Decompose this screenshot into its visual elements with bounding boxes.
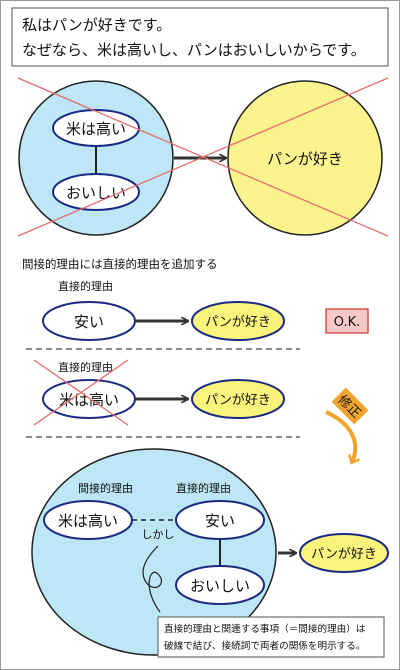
ng-node-rice-expensive [42,379,136,419]
ok-node-cheap-text: 安い [74,313,104,331]
fixed-node-rice-expensive-text: 米は高い [58,512,118,530]
ok-node-like-bread-text: パンが好き [205,315,271,330]
fixed-node-cheap-text: 安い [205,512,235,530]
intro-box [11,7,389,67]
fixed-node-tasty-text: おいしい [190,577,250,595]
ok-node-cheap [42,301,136,341]
intro-line-1: 私はパンが好きです。 [22,16,171,34]
fix-tag-box [331,387,369,425]
fixed-connector-text: しかし [142,528,175,541]
fixed-node-like-bread [299,533,389,573]
note-line-1: 直接的理由と関連する事項（＝間接的理由）は [164,623,366,635]
ng-node-rice-expensive-text: 米は高い [59,391,119,409]
ok-label-direct: 直接的理由 [58,279,113,293]
fixed-node-rice-expensive [43,500,133,540]
ok-badge-text: O.K. [334,315,361,330]
top-yellow-circle [227,80,383,236]
fixed-curl-pointer [142,545,163,613]
ng-node-like-bread-text: パンが好き [205,393,271,408]
ng-label-direct: 直接的理由 [58,360,113,374]
note-line-2: 破線で結び、接続詞で両者の関係を明示する。 [164,640,365,652]
ng-cross-line-2 [33,359,129,426]
note-box [157,616,385,658]
fixed-node-cheap [175,500,265,540]
fixed-label-indirect: 間接的理由 [78,481,133,495]
intro-line-2: なぜなら、米は高いし、パンはおいしいからです。 [22,41,366,59]
top-node-tasty-text: おいしい [66,184,126,202]
top-cross-line-2 [17,77,389,237]
top-node-rice-expensive-text: 米は高い [66,120,126,138]
top-node-tasty [52,173,140,211]
fix-arrow [325,410,355,462]
ok-badge [325,308,369,334]
fixed-node-like-bread-text: パンが好き [311,547,377,562]
fixed-label-direct: 直接的理由 [176,481,231,495]
fixed-node-tasty [175,565,265,605]
ok-node-like-bread [191,301,285,341]
top-node-like-bread-text: パンが好き [267,150,343,168]
ng-node-like-bread [191,379,285,419]
section-heading: 間接的理由には直接的理由を追加する [22,257,218,271]
top-node-rice-expensive [52,109,140,147]
